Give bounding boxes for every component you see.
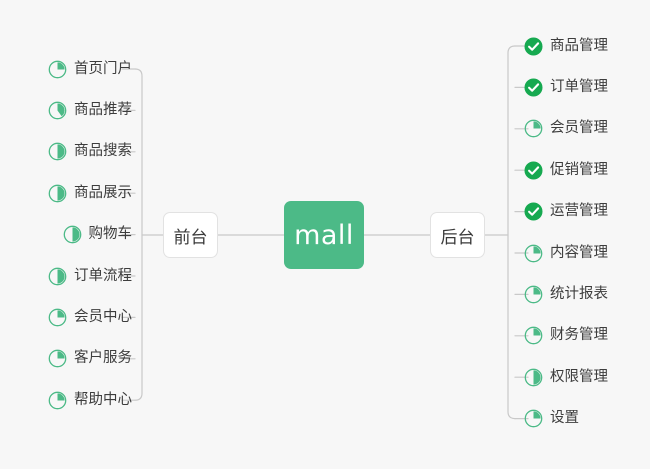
check-mark xyxy=(528,41,540,51)
pie-wedge xyxy=(57,268,65,284)
pie-wedge xyxy=(57,186,65,201)
leaf-node[interactable]: 统计报表 xyxy=(524,281,608,307)
pie-progress-icon xyxy=(524,368,543,387)
branch-node-backend-label: 后台 xyxy=(440,227,475,248)
pie-progress-icon xyxy=(48,267,67,285)
leaf-node[interactable]: 会员管理 xyxy=(524,116,608,142)
check-mark xyxy=(528,207,540,216)
leaf-node[interactable]: 订单流程 xyxy=(48,263,132,289)
pie-progress-icon xyxy=(524,244,543,262)
leaf-node[interactable]: 商品管理 xyxy=(524,33,608,59)
pie-wedge xyxy=(533,287,541,295)
leaf-node[interactable]: 商品展示 xyxy=(48,180,132,206)
pie-wedge xyxy=(57,310,65,318)
pie-progress-icon xyxy=(48,349,67,368)
leaf-node[interactable]: 购物车 xyxy=(63,222,133,248)
leaf-node-label: 运营管理 xyxy=(550,203,608,220)
pie-wedge xyxy=(57,393,65,401)
leaf-node-label: 首页门户 xyxy=(74,60,132,77)
leaf-node-label: 帮助中心 xyxy=(74,391,132,408)
leaf-node[interactable]: 内容管理 xyxy=(524,240,608,266)
branch-spine xyxy=(134,68,143,401)
check-circle-icon xyxy=(524,202,543,221)
leaf-node-label: 商品管理 xyxy=(550,37,608,54)
leaf-node-label: 设置 xyxy=(550,410,579,427)
pie-progress-icon xyxy=(48,391,67,410)
branch-node-frontend[interactable]: 前台 xyxy=(163,212,218,258)
leaf-node[interactable]: 权限管理 xyxy=(524,364,608,390)
leaf-node-label: 订单流程 xyxy=(74,267,132,284)
leaf-node-label: 客户服务 xyxy=(74,350,132,367)
branch-node-frontend-label: 前台 xyxy=(173,227,208,248)
leaf-node-label: 商品展示 xyxy=(74,184,132,201)
pie-progress-icon xyxy=(48,142,67,161)
leaf-node[interactable]: 首页门户 xyxy=(48,56,132,82)
pie-wedge xyxy=(533,370,541,385)
leaf-node-label: 订单管理 xyxy=(550,78,608,95)
center-node-label: mall xyxy=(294,219,354,251)
leaf-node[interactable]: 商品推荐 xyxy=(48,97,132,123)
leaf-node-label: 商品推荐 xyxy=(74,101,132,118)
leaf-node-label: 会员中心 xyxy=(74,308,132,325)
check-circle-icon xyxy=(524,78,543,97)
leaf-node[interactable]: 促销管理 xyxy=(524,157,608,183)
pie-wedge xyxy=(57,144,65,159)
pie-wedge xyxy=(72,227,80,242)
check-mark xyxy=(528,83,540,92)
pie-wedge xyxy=(533,121,541,129)
leaf-node-label: 购物车 xyxy=(88,226,133,243)
pie-wedge xyxy=(533,245,541,253)
pie-wedge xyxy=(533,411,541,419)
check-circle-icon xyxy=(524,161,543,180)
branch-spine xyxy=(507,45,516,420)
pie-progress-icon xyxy=(48,101,67,120)
leaf-node[interactable]: 设置 xyxy=(524,406,579,432)
check-circle-icon xyxy=(524,37,543,55)
pie-wedge xyxy=(57,103,65,117)
pie-progress-icon xyxy=(63,225,81,244)
leaf-node[interactable]: 订单管理 xyxy=(524,74,608,100)
pie-wedge xyxy=(533,328,541,336)
pie-wedge xyxy=(57,351,65,359)
pie-progress-icon xyxy=(48,308,67,327)
leaf-node[interactable]: 商品搜索 xyxy=(48,139,132,165)
leaf-node-label: 商品搜索 xyxy=(74,143,132,160)
pie-progress-icon xyxy=(48,184,67,203)
center-node[interactable]: mall xyxy=(284,201,364,269)
leaf-node[interactable]: 客户服务 xyxy=(48,346,132,372)
pie-progress-icon xyxy=(524,119,543,138)
pie-wedge xyxy=(57,61,65,69)
leaf-node-label: 财务管理 xyxy=(550,327,608,344)
pie-progress-icon xyxy=(524,285,543,304)
branch-node-backend[interactable]: 后台 xyxy=(430,212,485,258)
pie-progress-icon xyxy=(48,60,67,78)
leaf-node-label: 权限管理 xyxy=(550,368,608,385)
leaf-node[interactable]: 帮助中心 xyxy=(48,387,132,413)
leaf-node[interactable]: 财务管理 xyxy=(524,323,608,349)
pie-progress-icon xyxy=(524,409,543,428)
leaf-node[interactable]: 会员中心 xyxy=(48,304,132,330)
leaf-node-label: 会员管理 xyxy=(550,120,608,137)
leaf-node-label: 促销管理 xyxy=(550,161,608,178)
leaf-node-label: 内容管理 xyxy=(550,244,608,261)
leaf-node-label: 统计报表 xyxy=(550,285,608,302)
pie-progress-icon xyxy=(524,326,543,345)
check-mark xyxy=(528,166,540,175)
leaf-node[interactable]: 运营管理 xyxy=(524,199,608,225)
